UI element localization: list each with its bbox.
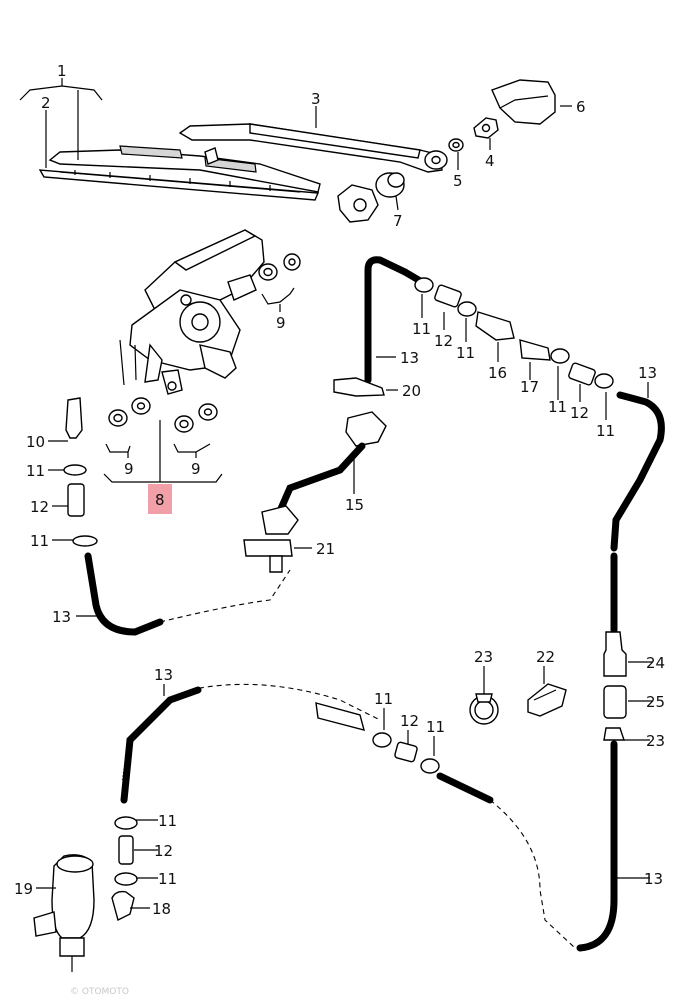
washer-pump [33,854,135,972]
label-11-b4: 11 [158,870,177,888]
label-9-right: 9 [191,460,201,478]
label-5: 5 [453,172,463,190]
hose-centre [243,256,409,573]
label-21: 21 [316,540,335,558]
label-18: 18 [152,900,171,918]
highlight-box-8 [148,484,172,514]
rubber-mounts-top [258,253,301,281]
label-13-right-bottom: 13 [644,870,663,888]
hose-top-right-fittings [401,268,614,389]
hose-lower [114,683,576,949]
label-4: 4 [485,152,495,170]
hose-right [576,391,665,952]
part-labels: 1 2 3 6 4 5 7 9 9 9 8 10 11 12 11 13 13 … [14,62,665,918]
label-12-l: 12 [30,498,49,516]
label-25: 25 [646,693,665,711]
label-9-left: 9 [124,460,134,478]
hex-nut [473,117,499,139]
label-19: 19 [14,880,33,898]
label-11-l2: 11 [30,532,49,550]
watermark: © OTOMOTO [70,987,129,997]
label-10: 10 [26,433,45,451]
label-20: 20 [402,382,421,400]
cover-cap [491,79,556,125]
label-11-t2: 11 [456,344,475,362]
label-24: 24 [646,654,665,672]
label-17: 17 [520,378,539,396]
label-12-b1: 12 [400,712,419,730]
label-13-centre: 13 [400,349,419,367]
hose-left-upper [63,397,291,636]
rubber-mounts-right [174,403,218,433]
wiper-blade [38,145,321,201]
label-23-clip: 23 [474,648,493,666]
label-13-right-top: 13 [638,364,657,382]
hose-clip [469,693,499,725]
label-11-b1: 11 [374,690,393,708]
grommet [337,172,405,223]
label-22: 22 [536,648,555,666]
label-11-b2: 11 [426,718,445,736]
label-11-t3: 11 [548,398,567,416]
washer [448,138,464,152]
label-7: 7 [393,212,403,230]
label-8: 8 [155,491,165,509]
wiper-motor [119,229,265,395]
label-23-right: 23 [646,732,665,750]
label-13-left: 13 [52,608,71,626]
label-11-t1: 11 [412,320,431,338]
label-11-l1: 11 [26,462,45,480]
label-3: 3 [311,90,321,108]
label-15: 15 [345,496,364,514]
label-11-b3: 11 [158,812,177,830]
leader-lines [19,78,652,909]
label-9-top: 9 [276,314,286,332]
label-12-t1: 12 [434,332,453,350]
label-12-b2: 12 [154,842,173,860]
label-2: 2 [41,94,51,112]
label-12-t2: 12 [570,404,589,422]
hose-holder [527,683,567,717]
label-16: 16 [488,364,507,382]
label-13-lower: 13 [154,666,173,684]
label-6: 6 [576,98,586,116]
label-11-t4: 11 [596,422,615,440]
wiper-arm [178,123,448,173]
label-1: 1 [57,62,67,80]
rubber-mounts-left [108,397,151,427]
